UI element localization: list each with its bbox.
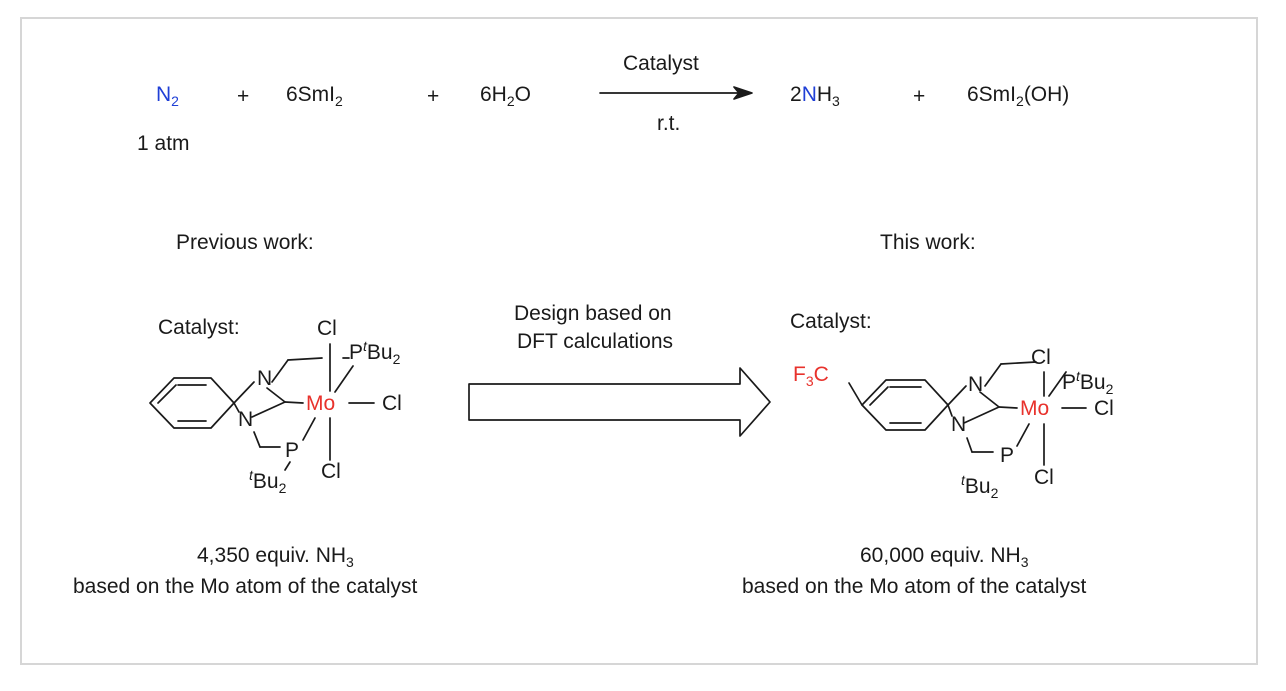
atom-p: P <box>285 439 300 462</box>
atom-mo: Mo <box>306 392 336 415</box>
this-work-heading: This work: <box>880 231 976 254</box>
atom-p: P <box>1000 444 1015 467</box>
arrow-label-conditions: r.t. <box>657 112 681 135</box>
pressure-note: 1 atm <box>137 132 190 155</box>
current-yield-basis: based on the Mo atom of the catalyst <box>742 575 1087 598</box>
previous-catalyst-bonds <box>149 343 375 471</box>
previous-work-heading: Previous work: <box>176 231 314 254</box>
catalyst-label-current: Catalyst: <box>790 310 872 333</box>
plus-sign: + <box>237 85 250 108</box>
atom-n: N <box>257 367 273 390</box>
atom-n: N <box>238 408 254 431</box>
plus-sign: + <box>913 85 926 108</box>
atom-cl: Cl <box>321 460 341 483</box>
design-arrow <box>468 367 771 437</box>
product-smi2oh: 6SmI2(OH) <box>967 83 1070 110</box>
current-yield: 60,000 equiv. NH3 <box>860 544 1029 571</box>
atom-mo: Mo <box>1020 397 1050 420</box>
atom-cl: Cl <box>317 317 337 340</box>
arrow-label-catalyst: Catalyst <box>623 52 699 75</box>
product-nh3: 2NH3 <box>790 83 840 110</box>
atom-tbu2: tBu2 <box>961 472 999 502</box>
plus-sign: + <box>427 85 440 108</box>
current-catalyst-bonds <box>848 361 1087 466</box>
atom-tbu2: tBu2 <box>249 467 287 497</box>
atom-cl: Cl <box>382 392 402 415</box>
atom-n: N <box>968 373 984 396</box>
atom-n: N <box>951 413 967 436</box>
figure-frame <box>20 17 1258 665</box>
previous-yield-basis: based on the Mo atom of the catalyst <box>73 575 418 598</box>
atom-cl: Cl <box>1034 466 1054 489</box>
atom-ptbu2: PtBu2 <box>1062 368 1114 398</box>
design-note-line2: DFT calculations <box>517 330 674 353</box>
group-f3c: F3C <box>793 363 829 390</box>
reaction-arrow-head <box>733 86 753 100</box>
previous-yield: 4,350 equiv. NH3 <box>197 544 354 571</box>
atom-ptbu2: PtBu2 <box>349 338 401 368</box>
reactant-smi2: 6SmI2 <box>286 83 343 110</box>
catalyst-label-previous: Catalyst: <box>158 316 240 339</box>
atom-cl: Cl <box>1094 397 1114 420</box>
reactant-h2o: 6H2O <box>480 83 531 110</box>
reactant-n2: N2 <box>156 83 179 110</box>
design-note-line1: Design based on <box>514 302 672 325</box>
